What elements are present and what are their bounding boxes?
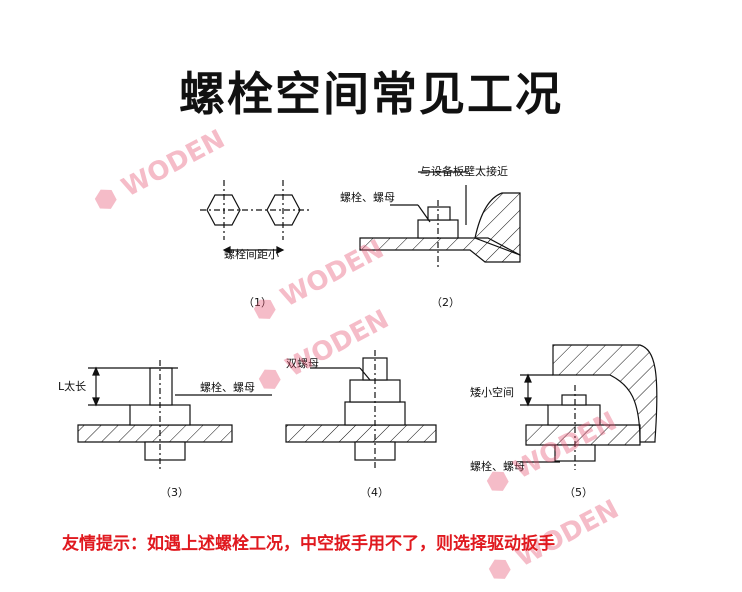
- figure-5-label-bolt: 螺栓、螺母: [470, 460, 525, 473]
- figure-2-number: （2）: [431, 296, 460, 309]
- figure-2-wall-bolt: [359, 171, 521, 268]
- figure-1-hexagons: [200, 180, 310, 254]
- figure-1-number: （1）: [243, 296, 272, 309]
- figure-2-label-top: 与设备板壁太接近: [420, 165, 508, 178]
- figure-3-number: （3）: [160, 486, 189, 499]
- figure-3-label-length: L太长: [58, 380, 87, 393]
- figure-2-label-bolt: 螺栓、螺母: [340, 191, 395, 204]
- figure-5-label-space: 矮小空间: [470, 386, 514, 399]
- page-title: 螺栓空间常见工况: [179, 67, 563, 121]
- figure-1-label: 螺栓间距小: [224, 248, 279, 261]
- tip-text: 友情提示：如遇上述螺栓工况，中空扳手用不了，则选择驱动扳手: [62, 534, 555, 554]
- figure-4-label: 双螺母: [286, 357, 319, 370]
- figure-3-long-bolt: [77, 360, 272, 470]
- figure-5-low-space: [520, 344, 658, 470]
- figure-4-number: （4）: [360, 486, 389, 499]
- figure-4-double-nut: [285, 350, 437, 470]
- figure-5-number: （5）: [564, 486, 593, 499]
- figure-3-label-bolt: 螺栓、螺母: [200, 381, 255, 394]
